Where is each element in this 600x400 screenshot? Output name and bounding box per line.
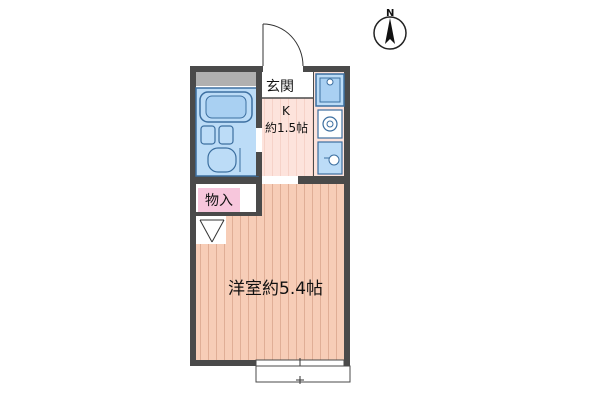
entrance-label: 玄関 — [266, 76, 294, 96]
balcony-window — [255, 358, 351, 384]
kitchen-size-label: 約1.5帖 — [265, 121, 309, 135]
bathroom — [195, 87, 259, 177]
western-room-label: 洋室約5.4帖 — [228, 279, 324, 299]
compass: N — [368, 8, 412, 52]
storage-label: 物入 — [198, 188, 240, 212]
kitchen-label: K — [282, 104, 290, 118]
kitchen-counter — [314, 72, 345, 176]
compass-icon — [373, 16, 407, 50]
entrance-door — [262, 23, 304, 67]
compass-north-label: N — [386, 8, 395, 19]
